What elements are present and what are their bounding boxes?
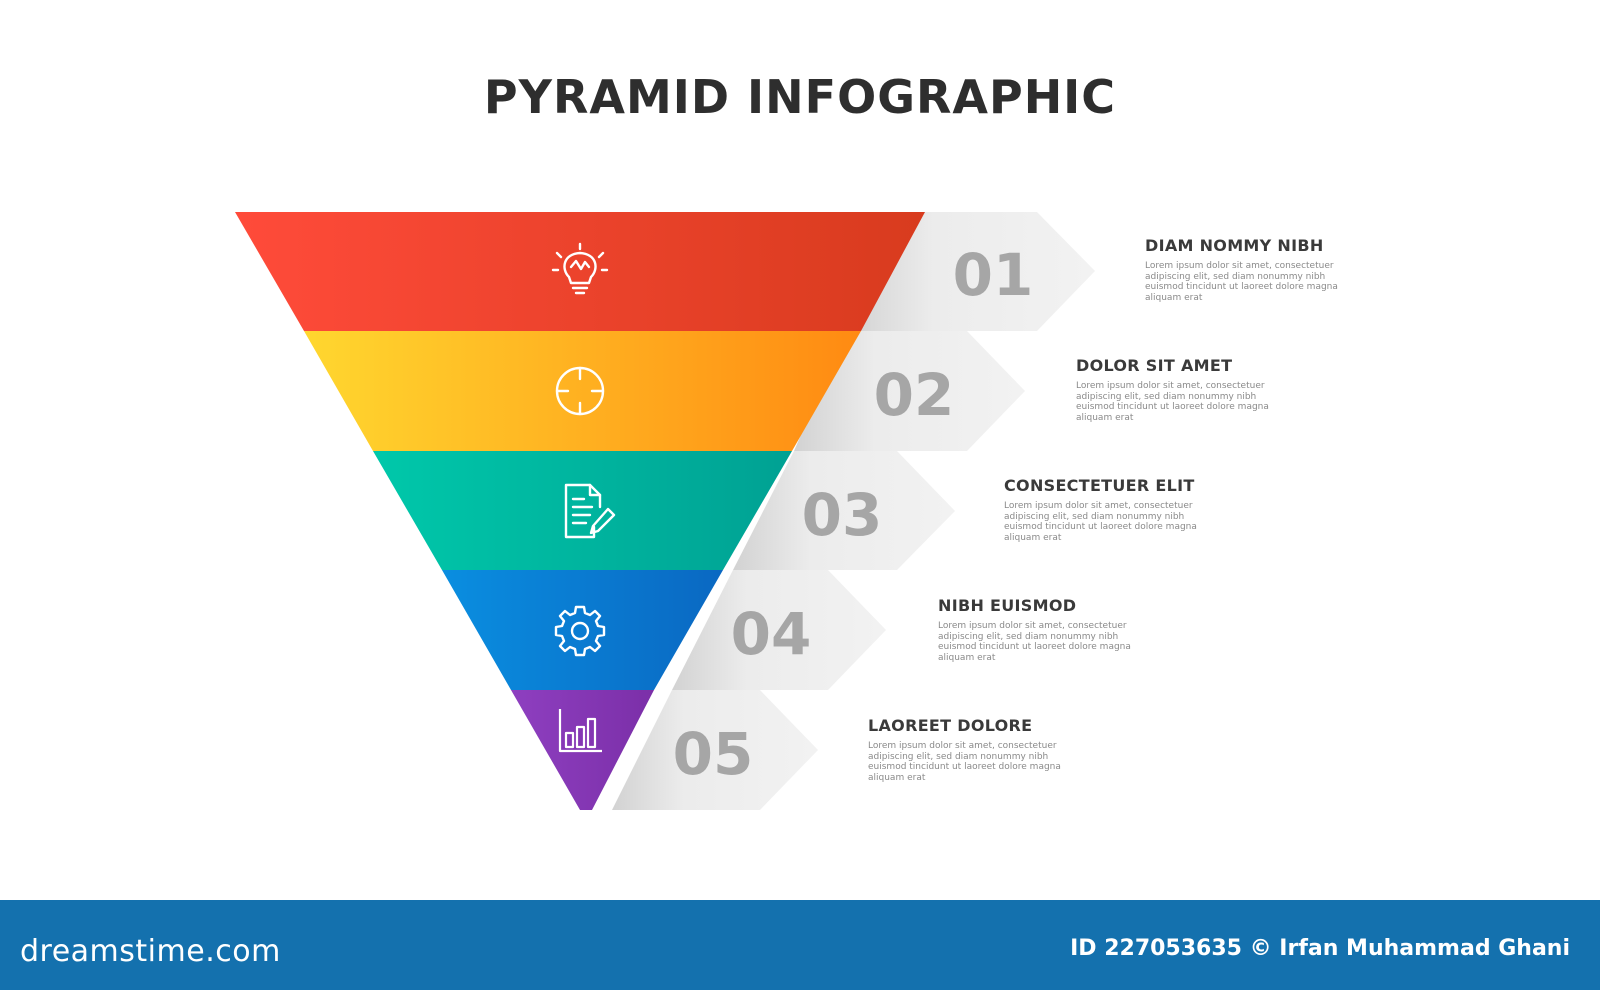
target-icon [555,366,605,416]
level-number: 05 [673,720,754,788]
pyramid-layer-4 [442,570,723,690]
pyramid-layer-3 [373,451,792,570]
level-tab-03 [733,451,955,570]
level-description: Lorem ipsum dolor sit amet, consectetuer… [1004,501,1197,543]
level-label-02: DOLOR SIT AMET Lorem ipsum dolor sit ame… [1076,356,1296,423]
page-title: PYRAMID INFOGRAPHIC [483,70,1117,124]
level-description: Lorem ipsum dolor sit amet, consectetuer… [938,621,1131,663]
level-description: Lorem ipsum dolor sit amet, consectetuer… [1145,261,1338,303]
level-heading: CONSECTETUER ELIT [1004,476,1195,495]
image-credit: ID 227053635 © Irfan Muhammad Ghani [1070,936,1570,961]
level-heading: DIAM NOMMY NIBH [1145,236,1324,255]
bar-chart-icon [558,709,602,753]
level-label-03: CONSECTETUER ELIT Lorem ipsum dolor sit … [1004,476,1224,543]
level-description: Lorem ipsum dolor sit amet, consectetuer… [868,741,1061,783]
level-label-05: LAOREET DOLORE Lorem ipsum dolor sit ame… [868,716,1088,783]
pyramid-layer-1 [235,212,925,331]
lightbulb-icon [551,242,609,295]
level-heading: LAOREET DOLORE [868,716,1033,735]
brand-logo: dreamstime.com [20,934,281,969]
level-tab-04 [672,570,886,690]
level-description: Lorem ipsum dolor sit amet, consectetuer… [1076,381,1269,423]
footer-bar: dreamstime.com ID 227053635 © Irfan Muha… [0,900,1600,990]
level-heading: DOLOR SIT AMET [1076,356,1233,375]
document-edit-icon [564,483,616,539]
gear-icon [554,605,606,657]
pyramid-diagram: 01 02 03 04 05 [235,212,1095,810]
level-number: 03 [802,481,883,549]
pyramid-layer-2 [304,331,861,451]
level-tab-05 [612,690,818,810]
level-label-01: DIAM NOMMY NIBH Lorem ipsum dolor sit am… [1145,236,1365,303]
level-tab-02 [794,331,1025,451]
level-number: 02 [874,361,955,429]
level-number: 01 [953,241,1034,309]
level-heading: NIBH EUISMOD [938,596,1077,615]
level-label-04: NIBH EUISMOD Lorem ipsum dolor sit amet,… [938,596,1158,663]
level-number: 04 [731,600,812,668]
